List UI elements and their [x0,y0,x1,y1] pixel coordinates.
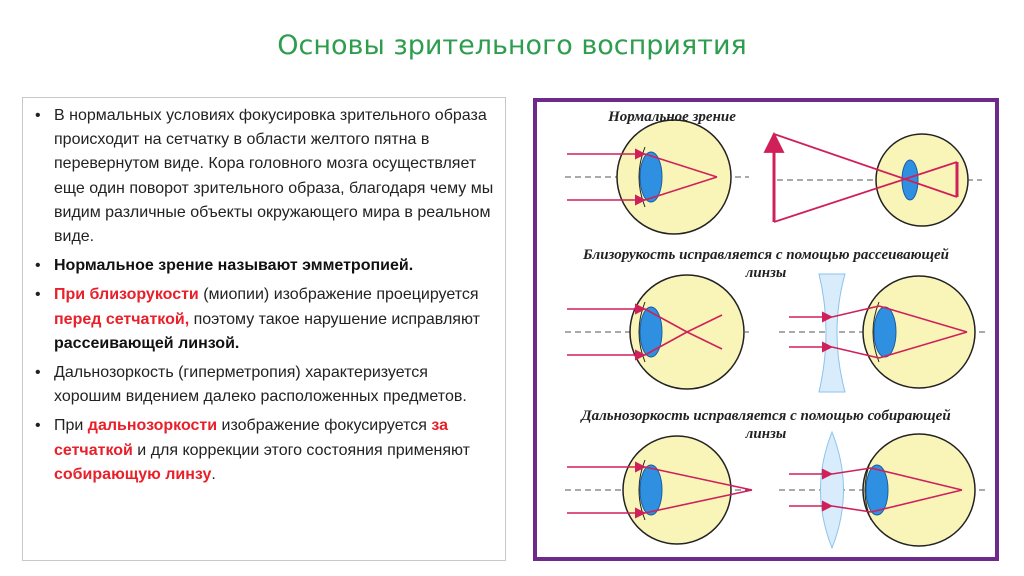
bullet-emmetropia: Нормальное зрение называют эмметропией. [33,254,497,278]
eye-diagram [565,119,985,550]
caption-hyperopia-line1: Дальнозоркость исправляется с помощью со… [581,408,951,424]
page-title: Основы зрительного восприятия [277,30,747,61]
hyperopia-eye [565,435,753,545]
caption-hyperopia-line2: линзы [745,426,787,442]
normal-vision-eye [565,119,749,235]
bullet-hyperopia-def: Дальнозоркость (гиперметропия) характери… [33,361,497,409]
bullet-hyperopia: При дальнозоркости изображение фокусируе… [33,414,497,487]
eye-diagram-panel: Нормальное зрение Близорукость исправляе… [533,98,999,561]
bullet-hyperopia-def-text: Дальнозоркость (гиперметропия) характери… [54,364,467,406]
hyperopia-text-2: изображение фокусируется [217,417,432,435]
bullet-normal-focus-text: В нормальных условиях фокусировка зрител… [54,107,494,246]
hyperopia-text-4: . [211,465,216,483]
bullet-normal-focus: В нормальных условиях фокусировка зрител… [33,104,497,249]
hyperopia-term: дальнозоркости [87,417,218,435]
hyperopia-corrected-eye [779,430,985,550]
myopia-before-retina: перед сетчаткой, [54,310,190,328]
hyperopia-behind-retina: за сетчаткой [54,417,449,459]
caption-myopia-line1: Близорукость исправляется с помощью расс… [582,247,950,263]
hyperopia-text-3: и для коррекции этого состояния применяю… [132,441,470,459]
bullet-myopia: При близорукости (миопии) изображение пр… [33,283,497,356]
caption-myopia-line2: линзы [745,265,787,281]
hyperopia-text-1: При [54,417,88,435]
bullet-list: В нормальных условиях фокусировка зрител… [33,104,497,487]
normal-vision-inverted-image [763,131,982,227]
myopia-diverging-lens: рассеивающей линзой. [54,334,240,352]
myopia-eye [565,274,749,390]
myopia-text-2: поэтому такое нарушение исправляют [189,310,480,328]
caption-myopia: Близорукость исправляется с помощью расс… [537,246,995,282]
myopia-corrected-eye [779,273,985,393]
caption-hyperopia: Дальнозоркость исправляется с помощью со… [537,407,995,443]
hyperopia-converging-lens: собирающую линзу [54,465,212,483]
caption-normal-vision: Нормальное зрение [608,109,736,125]
myopia-text-1: (миопии) изображение проецируется [198,286,479,304]
bullet-emmetropia-text: Нормальное зрение называют эмметропией. [54,257,414,275]
myopia-term: При близорукости [54,286,199,304]
text-panel: В нормальных условиях фокусировка зрител… [22,97,506,561]
